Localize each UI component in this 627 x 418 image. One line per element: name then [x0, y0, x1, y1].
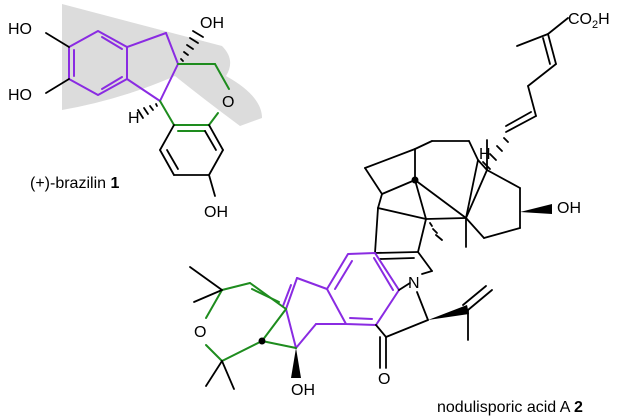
nodulisporic-oh-right: OH — [557, 200, 581, 217]
nodulisporic-lactam — [375, 291, 429, 369]
brazilin-pyran-ring — [159, 63, 230, 132]
brazilin-caption-number: 1 — [110, 175, 119, 192]
brazilin-oh-quaternary: OH — [200, 15, 224, 32]
brazilin-caption-name: (+)-brazilin — [30, 175, 110, 192]
nodulisporic-n: N — [408, 275, 420, 292]
nodulisporic-indole-core — [282, 207, 433, 349]
brazilin-o-ring: O — [222, 94, 234, 111]
brazilin-caption: (+)-brazilin 1 — [30, 175, 119, 192]
nodulisporic-caption: nodulisporic acid A 2 — [437, 399, 583, 416]
nodulisporic-caption-number: 2 — [574, 399, 583, 416]
brazilin-shaded-region — [62, 4, 262, 126]
nodulisporic-o-pyran: O — [194, 324, 206, 341]
nodulisporic-co2h: CO2H — [568, 11, 610, 31]
brazilin-hashed-wedge-h — [137, 103, 158, 119]
nodulisporic-oh-wedge — [520, 204, 552, 214]
nodulisporic-cyclopentane — [377, 179, 467, 253]
nodulisporic-pyran-ring — [205, 282, 297, 362]
nodulisporic-oh-bottom: OH — [291, 382, 315, 399]
nodulisporic-isopropenyl-wedge — [428, 305, 469, 320]
nodulisporic-side-chain — [505, 17, 569, 133]
brazilin-structure: HO HO OH H O — [8, 4, 262, 221]
brazilin-oh-top-left: HO — [8, 21, 32, 38]
brazilin-oh-mid-left: HO — [8, 87, 32, 104]
nodulisporic-isopropenyl — [462, 285, 493, 341]
nodulisporic-decalin — [364, 139, 521, 239]
nodulisporic-gem-dimethyls — [189, 266, 235, 390]
brazilin-cyclopentane-ring — [126, 32, 179, 102]
nodulisporic-o-ketone: O — [378, 371, 390, 388]
nodulisporic-caption-name: nodulisporic acid A — [437, 399, 574, 416]
brazilin-phenol-ring — [159, 124, 224, 197]
nodulisporic-structure: CO2H H OH — [189, 11, 610, 416]
nodulisporic-stereo-dot-bottom — [258, 337, 266, 345]
nodulisporic-hashed-methyl — [429, 222, 443, 241]
brazilin-hashed-wedge-oh — [180, 30, 204, 62]
brazilin-oh-bottom: OH — [204, 204, 228, 221]
nodulisporic-oh-bottom-wedge — [291, 348, 301, 378]
brazilin-h-stereo: H — [128, 110, 140, 127]
nodulisporic-h-ring: H — [479, 146, 491, 163]
